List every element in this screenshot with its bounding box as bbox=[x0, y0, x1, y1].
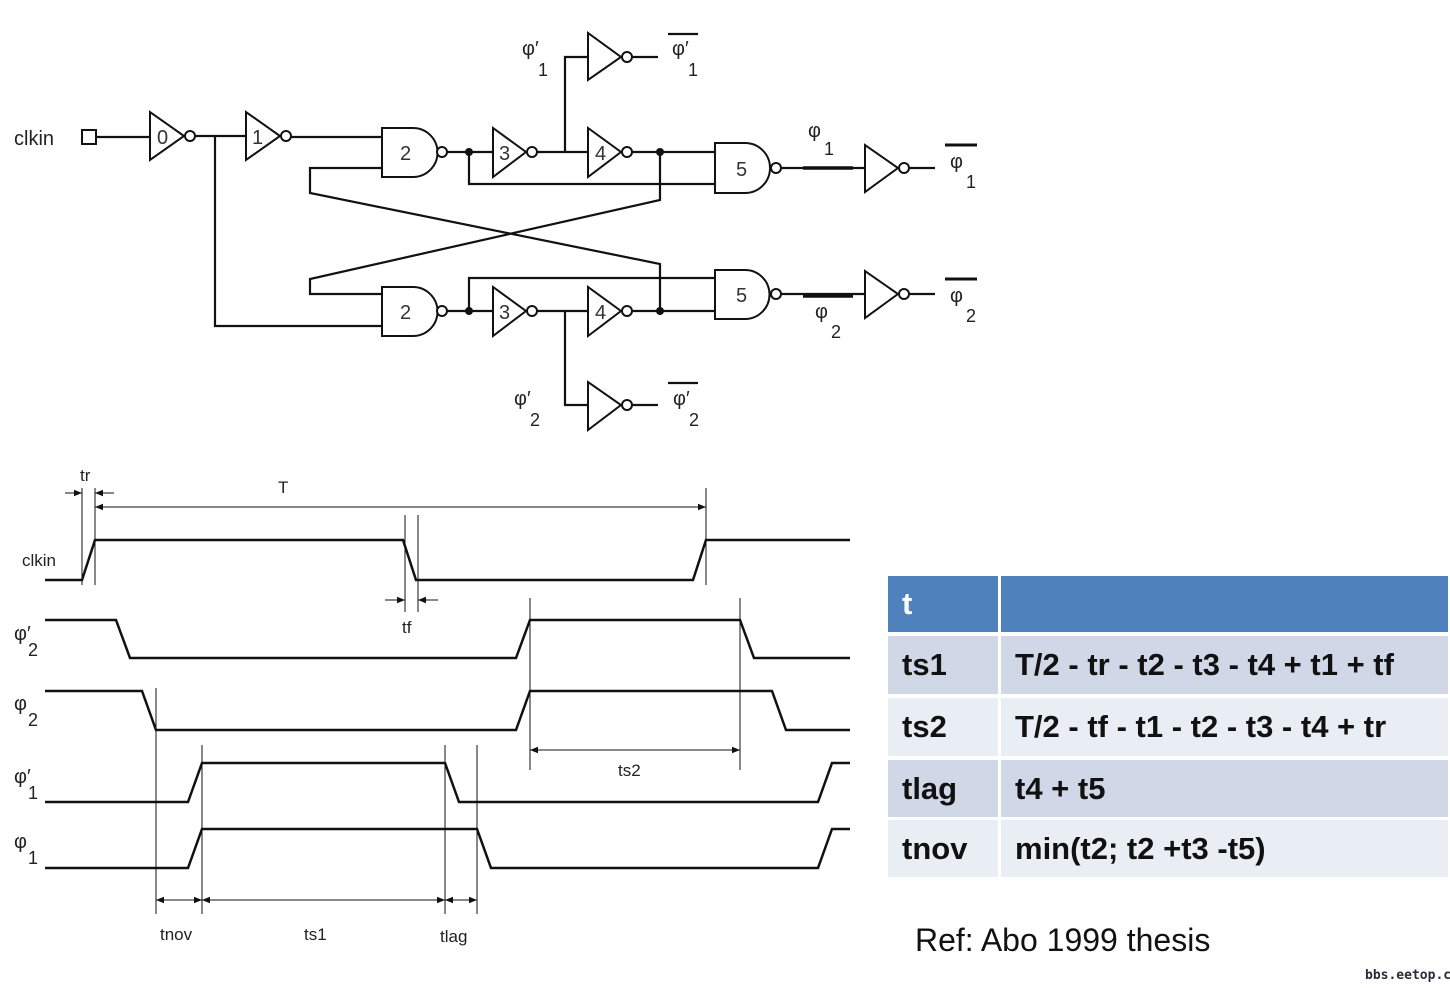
param-cell: tlag bbox=[888, 760, 998, 817]
signal-label-phi1: φ1 bbox=[14, 831, 38, 868]
table-row: ts2 T/2 - tf - t1 - t2 - t3 - t4 + tr bbox=[888, 698, 1448, 756]
inverter-3-bottom: 3 bbox=[492, 285, 538, 339]
table-header: t bbox=[888, 576, 1448, 632]
table-row: tnov min(t2; t2 +t3 -t5) bbox=[888, 820, 1448, 877]
phi2-label: φ2 bbox=[815, 301, 841, 342]
inverter-phi2-bar bbox=[864, 269, 910, 320]
waveform-phi1 bbox=[45, 827, 850, 870]
interval-ts1: ts1 bbox=[304, 925, 327, 944]
waveform-phi1-prime bbox=[45, 761, 850, 804]
signal-label-clkin: clkin bbox=[22, 551, 56, 570]
phi2-prime-bar-label: φ′2 bbox=[673, 388, 699, 430]
gate-label: 2 bbox=[400, 143, 411, 165]
inverter-0: 0 bbox=[149, 110, 196, 162]
gate-label: 5 bbox=[736, 159, 747, 181]
param-cell: tnov bbox=[888, 820, 998, 877]
clkin-pin bbox=[81, 129, 97, 145]
interval-ts2: ts2 bbox=[618, 761, 641, 780]
gate-label: 1 bbox=[252, 127, 263, 149]
gate-label: 0 bbox=[157, 127, 168, 149]
timing-diagram: clkin φ′2 φ2 φ′1 φ1 tr T tf ts2 tnov ts1… bbox=[14, 466, 850, 946]
nand-2-top: 2 bbox=[381, 127, 448, 178]
inverter-4-bottom: 4 bbox=[587, 285, 633, 339]
gate-label: 3 bbox=[499, 302, 510, 324]
param-cell: ts2 bbox=[888, 698, 998, 756]
phi1-bar-label: φ1 bbox=[950, 151, 976, 192]
phi2-prime-label: φ′2 bbox=[514, 388, 540, 430]
interval-tnov: tnov bbox=[160, 925, 193, 944]
watermark: bbs.eetop.cn bbox=[1365, 968, 1450, 983]
inverter-1: 1 bbox=[245, 110, 292, 162]
gate-label: 3 bbox=[499, 143, 510, 165]
inverter-3-top: 3 bbox=[492, 126, 538, 180]
signal-label-phi2: φ2 bbox=[14, 693, 38, 730]
waveform-phi2 bbox=[45, 689, 850, 732]
interval-T: T bbox=[278, 478, 288, 497]
header-cell: t bbox=[888, 576, 998, 632]
interval-tf: tf bbox=[402, 618, 412, 637]
inverter-phi2-prime-bar bbox=[587, 380, 633, 433]
phi1-prime-bar-label: φ′1 bbox=[672, 38, 698, 80]
interval-tlag: tlag bbox=[440, 927, 467, 946]
param-cell: ts1 bbox=[888, 636, 998, 694]
table-row: ts1 T/2 - tr - t2 - t3 - t4 + t1 + tf bbox=[888, 636, 1448, 694]
inverter-phi1-prime-bar bbox=[587, 31, 633, 82]
gate-label: 5 bbox=[736, 285, 747, 307]
circuit-schematic: clkin 0 1 2 3 bbox=[14, 31, 977, 433]
waveform-clkin bbox=[45, 538, 850, 582]
clkin-label: clkin bbox=[14, 128, 54, 150]
formula-cell: min(t2; t2 +t3 -t5) bbox=[1001, 820, 1448, 877]
nand-2-bottom: 2 bbox=[381, 286, 448, 337]
table-row: tlag t4 + t5 bbox=[888, 760, 1448, 817]
interval-tr: tr bbox=[80, 466, 91, 485]
inverter-4-top: 4 bbox=[587, 126, 633, 180]
gate-label: 4 bbox=[595, 143, 606, 165]
signal-label-phi2-prime: φ′2 bbox=[14, 623, 38, 660]
phi2-bar-label: φ2 bbox=[950, 285, 976, 326]
phi1-prime-label: φ′1 bbox=[522, 38, 548, 80]
nand-5-top: 5 bbox=[714, 142, 782, 194]
waveform-phi2-prime bbox=[45, 618, 850, 660]
formula-cell: T/2 - tr - t2 - t3 - t4 + t1 + tf bbox=[1001, 636, 1448, 694]
gate-label: 4 bbox=[595, 302, 606, 324]
nand-5-bottom: 5 bbox=[714, 269, 782, 320]
header-cell bbox=[1001, 576, 1448, 632]
signal-label-phi1-prime: φ′1 bbox=[14, 766, 38, 803]
phi1-label: φ1 bbox=[808, 120, 834, 159]
formula-cell: T/2 - tf - t1 - t2 - t3 - t4 + tr bbox=[1001, 698, 1448, 756]
inverter-phi1-bar bbox=[864, 143, 910, 194]
formula-cell: t4 + t5 bbox=[1001, 760, 1448, 817]
gate-label: 2 bbox=[400, 302, 411, 324]
reference-note: Ref: Abo 1999 thesis bbox=[915, 922, 1211, 958]
